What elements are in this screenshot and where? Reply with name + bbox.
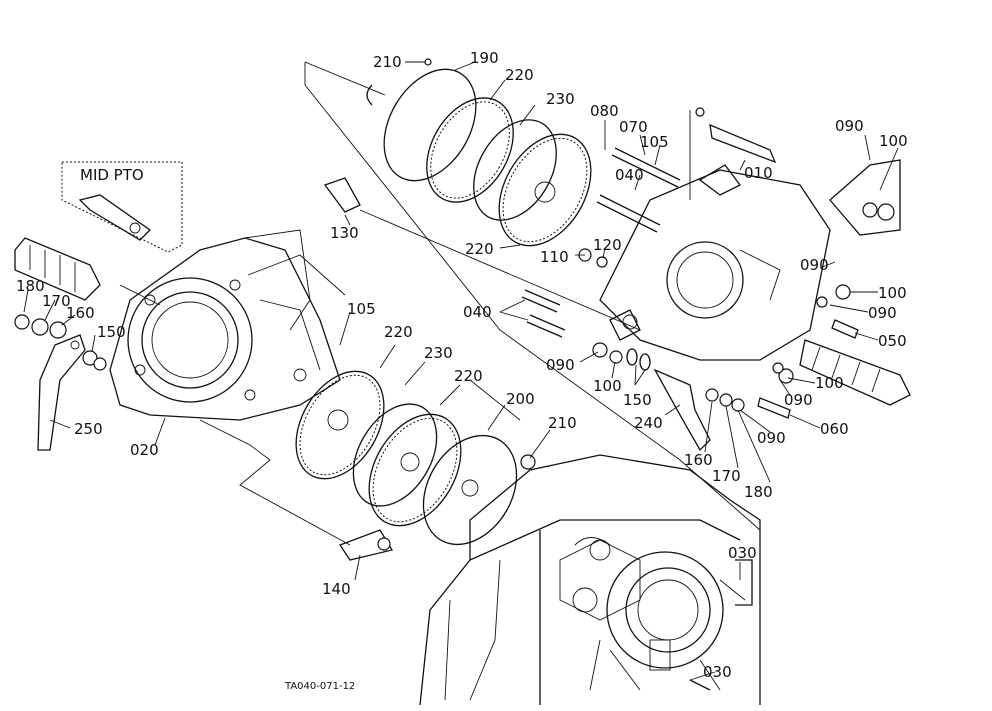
callout: 120 bbox=[593, 236, 622, 254]
callout: 220 bbox=[384, 323, 413, 341]
callout: 170 bbox=[42, 292, 71, 310]
callout: 220 bbox=[454, 367, 483, 385]
assembly-guide-lines bbox=[119, 61, 761, 705]
callout: 200 bbox=[506, 390, 535, 408]
callout: 140 bbox=[322, 580, 351, 598]
callout: 020 bbox=[130, 441, 159, 459]
callout: 230 bbox=[546, 90, 575, 108]
callout: 090 bbox=[546, 356, 575, 374]
callout: 030 bbox=[728, 544, 757, 562]
callout: 220 bbox=[465, 240, 494, 258]
callout: 160 bbox=[66, 304, 95, 322]
callout: 090 bbox=[868, 304, 897, 322]
callout: 150 bbox=[97, 323, 126, 341]
callout: 030 bbox=[703, 663, 732, 681]
pto-housing-020 bbox=[109, 229, 341, 421]
callout: 110 bbox=[540, 248, 569, 266]
left-shaft-assembly bbox=[14, 237, 107, 451]
inset-title: MID PTO bbox=[80, 166, 144, 184]
callout: 100 bbox=[879, 132, 908, 150]
callout: 090 bbox=[835, 117, 864, 135]
callout-labels: 210 190 220 230 080 070 105 040 010 090 … bbox=[16, 49, 908, 692]
callout: 100 bbox=[815, 374, 844, 392]
callout: 230 bbox=[424, 344, 453, 362]
right-hardware bbox=[521, 107, 911, 452]
callout: 170 bbox=[712, 467, 741, 485]
callout: 070 bbox=[619, 118, 648, 136]
upper-clutch-stack bbox=[323, 68, 592, 247]
callout: 090 bbox=[757, 429, 786, 447]
callout: 210 bbox=[373, 53, 402, 71]
callout: 060 bbox=[820, 420, 849, 438]
callout: 100 bbox=[593, 377, 622, 395]
callout: 220 bbox=[505, 66, 534, 84]
callout: 050 bbox=[878, 332, 907, 350]
callout: 040 bbox=[615, 166, 644, 184]
mid-pto-inset: MID PTO bbox=[61, 161, 183, 253]
callout: 100 bbox=[878, 284, 907, 302]
callout: 210 bbox=[548, 414, 577, 432]
lower-clutch-stack bbox=[295, 370, 536, 561]
callout: 080 bbox=[590, 102, 619, 120]
callout: 180 bbox=[744, 483, 773, 501]
callout: 105 bbox=[347, 300, 376, 318]
callout: 090 bbox=[784, 391, 813, 409]
callout: 250 bbox=[74, 420, 103, 438]
engine-block-drawing bbox=[419, 454, 761, 706]
callout: 105 bbox=[640, 133, 669, 151]
callout: 180 bbox=[16, 277, 45, 295]
callout: 040 bbox=[463, 303, 492, 321]
callout: 190 bbox=[470, 49, 499, 67]
callout: 130 bbox=[330, 224, 359, 242]
callout: 090 bbox=[800, 256, 829, 274]
pto-case-010 bbox=[599, 159, 901, 361]
callout: 150 bbox=[623, 391, 652, 409]
figure-code: TA040-071-12 bbox=[284, 681, 355, 692]
callout: 010 bbox=[744, 164, 773, 182]
leader-lines bbox=[23, 58, 899, 681]
callout: 160 bbox=[684, 451, 713, 469]
callout: 240 bbox=[634, 414, 663, 432]
